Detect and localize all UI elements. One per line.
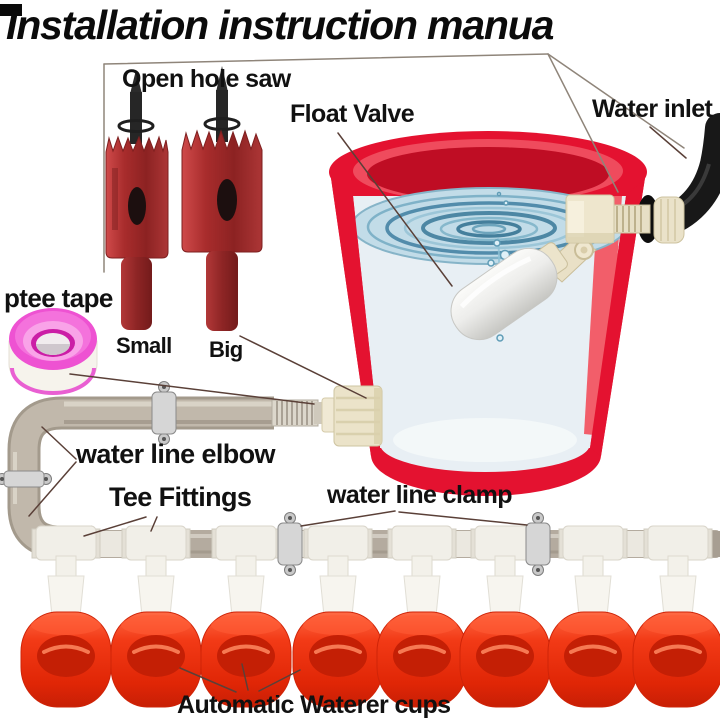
tee-fitting: [125, 525, 187, 561]
leader-big-saw: [239, 335, 367, 399]
leader-water-inlet: [649, 126, 687, 159]
label-automatic-waterer-cups: Automatic Waterer cups: [177, 691, 451, 719]
label-open-hole-saw: Open hole saw: [122, 65, 291, 93]
ptfe-tape-roll: [8, 308, 98, 395]
label-water-line-elbow: water line elbow: [76, 439, 276, 469]
corner-mark: [0, 4, 22, 16]
waterer-cup-unit: [292, 525, 384, 708]
water-hose: [651, 113, 720, 237]
label-tee-fittings: Tee Fittings: [109, 482, 252, 512]
waterer-cup-unit: [547, 525, 639, 708]
callout-lines: [28, 53, 687, 693]
label-big: Big: [209, 337, 243, 362]
tee-fitting: [307, 525, 369, 561]
waterer-cup-unit: [20, 525, 112, 708]
waterer-cup-unit: [632, 525, 720, 708]
cup-stem: [227, 575, 265, 617]
leader-elbow: [28, 426, 77, 517]
tee-fitting: [35, 525, 97, 561]
waterer-cup-unit: [110, 525, 202, 708]
pipe-clamp: [277, 512, 303, 576]
label-float-valve: Float Valve: [290, 100, 415, 128]
cup-stem: [137, 575, 175, 617]
page-title: Installation instruction manua: [6, 2, 554, 48]
pipe-clamp: [151, 381, 177, 445]
waterer-cup-unit: [376, 525, 468, 708]
water-line-elbow-pipes: [7, 396, 274, 559]
generated-waterline-parts: [0, 381, 720, 708]
label-water-inlet: Water inlet: [592, 95, 713, 123]
label-ptee-tape: ptee tape: [4, 283, 113, 313]
hole-saw-big: [181, 66, 263, 331]
leader-tape: [69, 373, 315, 405]
bulkhead-fitting: [321, 385, 383, 447]
arbor-spring-icon: [117, 119, 155, 133]
tee-fitting: [215, 525, 277, 561]
label-water-line-clamp: water line clamp: [327, 481, 513, 509]
waterer-cup-unit: [459, 525, 551, 708]
leader-tees: [83, 516, 158, 537]
cup-stem: [403, 575, 441, 617]
pipe-clamp: [0, 470, 52, 488]
float-valve: [450, 194, 615, 341]
leader-cups: [179, 663, 301, 693]
cup-stem: [486, 575, 524, 617]
waterer-cup-unit: [200, 525, 292, 708]
tee-fitting: [391, 525, 453, 561]
pipe-coupler: [96, 531, 126, 557]
pipe-clamp: [525, 512, 551, 576]
leader-float-valve: [337, 132, 453, 287]
hole-saw-small: [105, 70, 169, 330]
pipe-coupler: [452, 531, 475, 557]
threaded-pipe-end: [271, 399, 324, 427]
tee-fitting: [562, 525, 624, 561]
tee-fitting: [647, 525, 709, 561]
cup-stem: [47, 575, 85, 617]
float-body: [450, 242, 568, 341]
water-inlet-assembly: [611, 113, 720, 244]
leader-clamps: [300, 510, 528, 527]
arbor-spring-icon: [203, 117, 241, 131]
cup-stem: [319, 575, 357, 617]
cup-stem: [574, 575, 612, 617]
label-small: Small: [116, 333, 172, 358]
cup-stem: [659, 575, 697, 617]
